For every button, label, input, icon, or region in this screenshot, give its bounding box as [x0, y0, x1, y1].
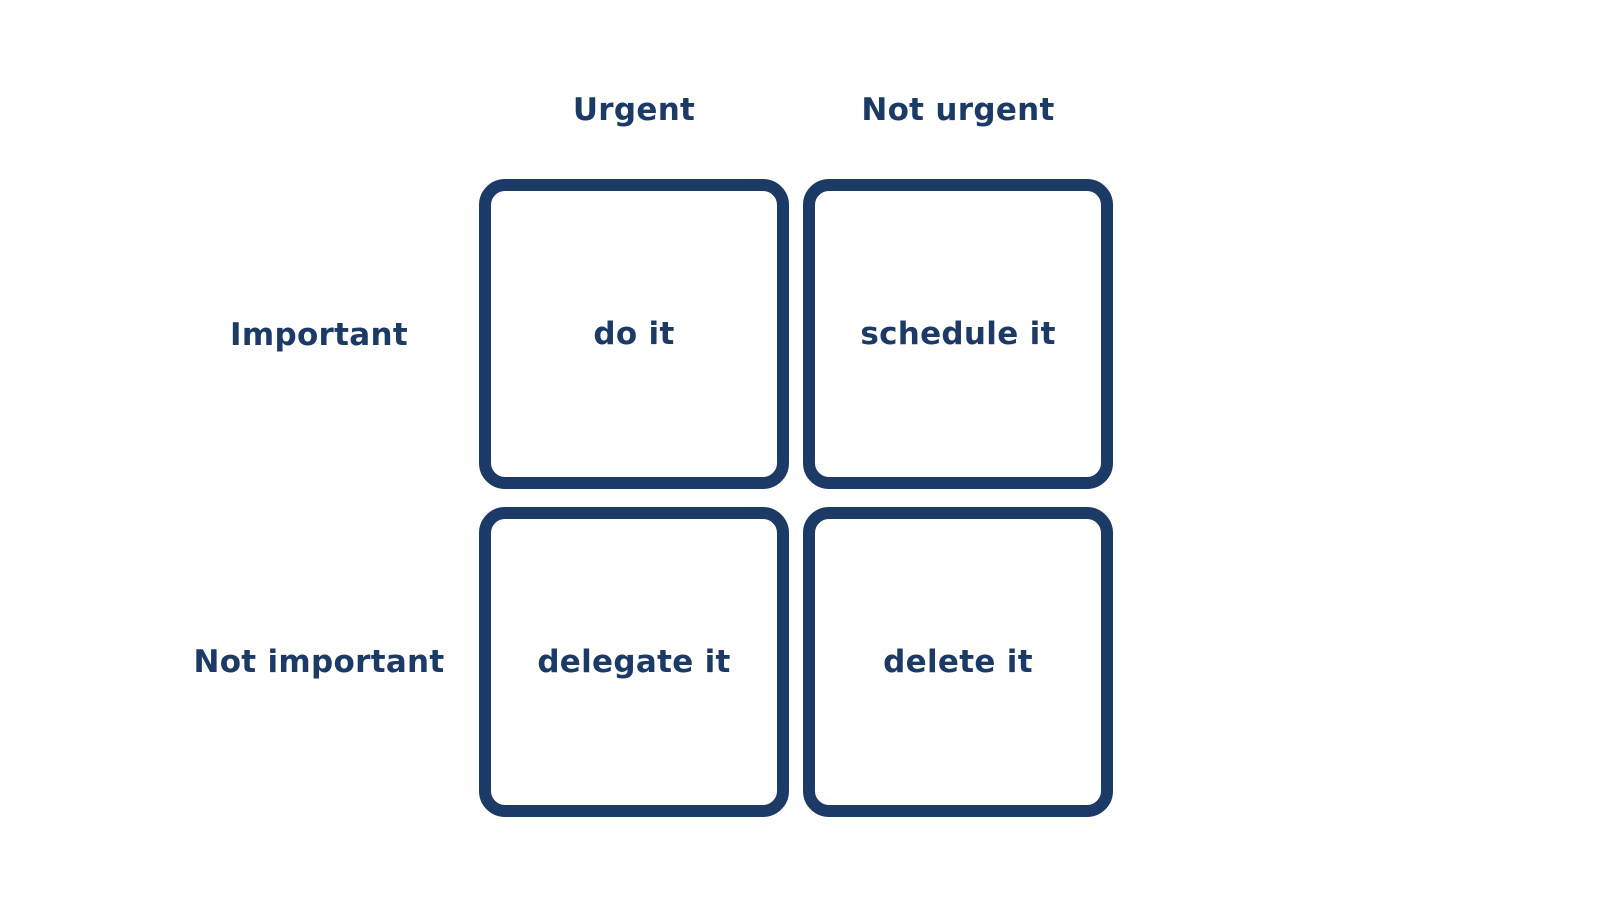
- quadrant-delete-it-label: delete it: [883, 644, 1033, 680]
- quadrant-delete-it: delete it: [803, 507, 1113, 817]
- quadrant-delegate-it: delegate it: [479, 507, 789, 817]
- quadrant-schedule-it-label: schedule it: [860, 316, 1056, 352]
- row-header-important: Important: [230, 317, 408, 353]
- quadrant-delegate-it-label: delegate it: [537, 644, 731, 680]
- column-header-not-urgent: Not urgent: [861, 92, 1055, 128]
- quadrant-schedule-it: schedule it: [803, 179, 1113, 489]
- quadrant-do-it-label: do it: [593, 316, 675, 352]
- row-header-not-important: Not important: [193, 644, 445, 680]
- quadrant-do-it: do it: [479, 179, 789, 489]
- column-header-urgent: Urgent: [572, 92, 696, 128]
